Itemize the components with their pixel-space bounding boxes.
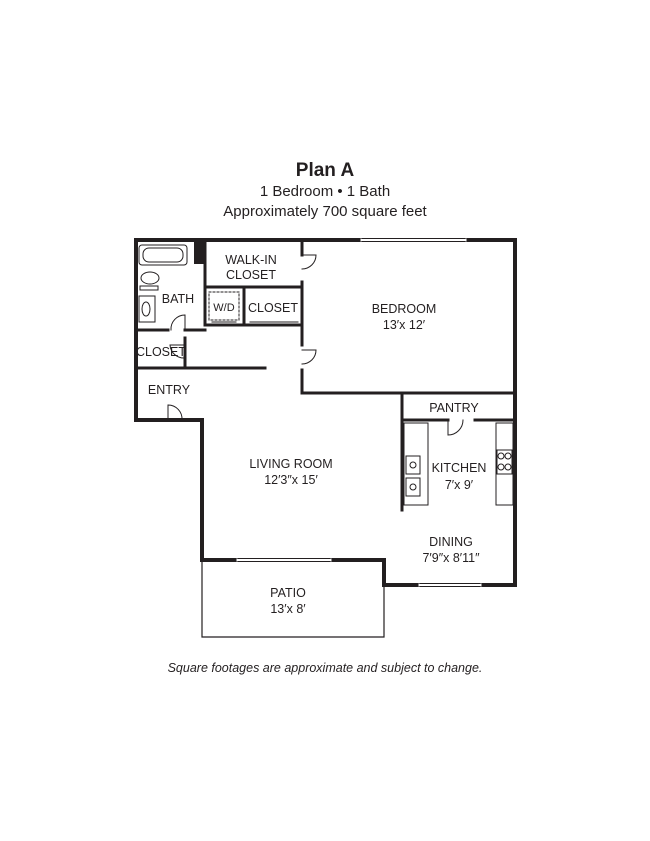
patio-label: PATIO	[270, 586, 306, 600]
dining-size: 7′9″x 8′11″	[422, 551, 480, 565]
patio-size: 13′x 8′	[270, 602, 306, 616]
door-swings	[167, 254, 464, 436]
closet-label-hall: CLOSET	[136, 345, 186, 359]
plan-header: Plan A 1 Bedroom • 1 Bath Approximately …	[0, 160, 650, 222]
kitchen-label: KITCHEN	[432, 461, 487, 475]
kitchen-size: 7′x 9′	[445, 478, 474, 492]
living-room-size: 12′3″x 15′	[264, 473, 318, 487]
bedroom-label: BEDROOM	[372, 302, 437, 316]
plan-square-feet: Approximately 700 square feet	[223, 203, 427, 220]
bath-label: BATH	[162, 292, 194, 306]
kitchen-fixtures	[403, 422, 514, 506]
living-room-label: LIVING ROOM	[249, 457, 332, 471]
closet-label-right: CLOSET	[248, 301, 298, 315]
disclaimer-footnote: Square footages are approximate and subj…	[167, 661, 483, 675]
plan-beds-baths: 1 Bedroom • 1 Bath	[259, 183, 391, 200]
interior-walls	[134, 240, 517, 512]
plan-title: Plan A	[295, 160, 355, 181]
wd-label: W/D	[213, 302, 234, 314]
bath-fixtures	[138, 244, 188, 323]
walkin-closet-label-1: WALK-IN	[225, 253, 277, 267]
pantry-label: PANTRY	[429, 401, 479, 415]
entry-label: ENTRY	[148, 383, 191, 397]
dining-label: DINING	[429, 535, 473, 549]
patio-outline	[201, 559, 385, 638]
washer-dryer-box	[208, 291, 240, 321]
bedroom-size: 13′x 12′	[383, 318, 426, 332]
walkin-closet-label-2: CLOSET	[226, 268, 276, 282]
wall-block	[194, 242, 204, 264]
